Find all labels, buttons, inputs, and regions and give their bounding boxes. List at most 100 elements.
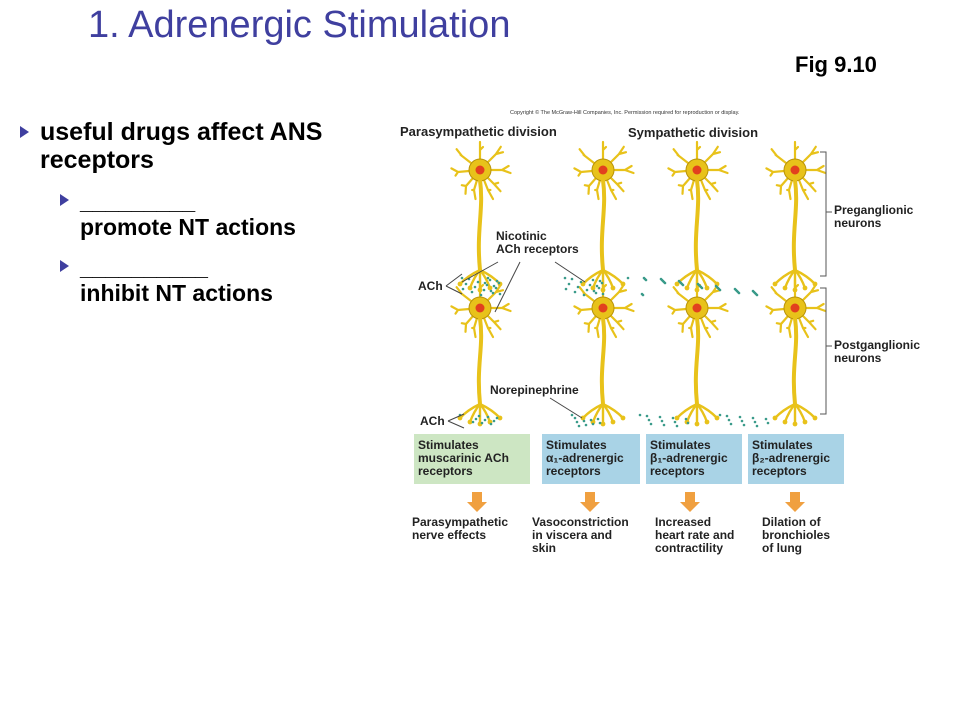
axon: [791, 316, 799, 406]
terminal-bulb: [467, 419, 473, 425]
preganglionic-neuron: [573, 140, 635, 293]
neurotransmitter-dot: [591, 422, 595, 426]
terminal-bulb: [620, 415, 626, 421]
ach-label-lower: ACh: [420, 414, 445, 428]
neurotransmitter-dot: [485, 283, 489, 287]
receptor-box-alpha1: Stimulates α₁-adrenergic receptors: [542, 434, 640, 484]
neurotransmitter-dot: [598, 421, 602, 425]
preganglionic-neuron: [765, 140, 827, 293]
effect-line: in viscera and: [532, 528, 612, 542]
neurotransmitter-dot: [492, 419, 496, 423]
preganglionic-neuron: [667, 140, 729, 293]
neurotransmitter-dot: [764, 417, 768, 421]
receptor-box-bg: [646, 434, 742, 484]
neurotransmitter-dot: [474, 417, 478, 421]
neurotransmitter-dot: [464, 282, 468, 286]
neurotransmitter-dot: [671, 416, 675, 420]
neurotransmitter-dot: [495, 416, 499, 420]
neurotransmitter-dot: [477, 414, 481, 418]
neurotransmitter-dot: [738, 415, 742, 419]
terminal-bulb: [792, 421, 798, 427]
neurotransmitter-dot: [742, 423, 746, 427]
preganglionic-neuron: [450, 140, 512, 293]
terminal-bulb: [802, 285, 808, 291]
receptor-box-line: receptors: [546, 464, 601, 478]
effect-line: heart rate and: [655, 528, 734, 542]
axon: [693, 316, 701, 406]
neurotransmitter-dot: [675, 424, 679, 428]
neurotransmitter-dot: [647, 418, 651, 422]
neurotransmitter-dot: [751, 416, 755, 420]
neurotransmitter-dot: [582, 419, 586, 423]
receptor-box-beta2: Stimulates β₂-adrenergic receptors: [748, 434, 844, 484]
slide-title: 1. Adrenergic Stimulation: [88, 4, 511, 46]
axon: [476, 178, 484, 272]
neurotransmitter-dot: [570, 413, 574, 417]
preganglionic-bracket: [820, 151, 827, 277]
receptor-box-line: Stimulates: [418, 438, 479, 452]
nicotinic-pointer-1: [461, 261, 499, 283]
neurotransmitter-dot: [594, 291, 598, 295]
blank-line-2: __________: [80, 254, 208, 280]
effect-line: nerve effects: [412, 528, 486, 542]
effect-line: skin: [532, 541, 556, 555]
neurotransmitter-dot: [570, 277, 574, 281]
axon-terminal: [601, 402, 625, 420]
terminal-bulb: [772, 281, 778, 287]
neurotransmitter-dot: [662, 423, 666, 427]
neurotransmitter-dot: [714, 284, 718, 288]
terminal-bulb: [600, 421, 606, 427]
receptor-box-bg: [542, 434, 640, 484]
receptor-box-beta1: Stimulates β₁-adrenergic receptors: [646, 434, 742, 484]
bullet-sub-2-text: inhibit NT actions: [80, 280, 273, 306]
dots-layer: [458, 276, 770, 428]
neurotransmitter-dot: [686, 421, 690, 425]
ach-label-upper: ACh: [418, 279, 443, 293]
bullet-list: useful drugs affect ANS receptors ______…: [20, 118, 380, 306]
norepinephrine-label: Norepinephrine: [490, 383, 579, 397]
neurotransmitter-dot: [495, 279, 499, 283]
nucleus: [475, 303, 485, 313]
neurotransmitter-dot: [575, 420, 579, 424]
receptor-box-line: muscarinic ACh: [418, 451, 509, 465]
neurotransmitter-dot: [673, 420, 677, 424]
neurotransmitter-dot: [733, 287, 737, 291]
receptor-box-bg: [414, 434, 530, 484]
neurotransmitter-dot: [482, 288, 486, 292]
bullet-main: useful drugs affect ANS receptors: [20, 118, 380, 174]
effect-line: of lung: [762, 541, 802, 555]
terminal-bulb: [714, 415, 720, 421]
neurotransmitter-dot: [645, 414, 649, 418]
terminal-bulb: [467, 285, 473, 291]
bullet-arrow-icon: [60, 260, 69, 272]
terminal-bulb: [782, 285, 788, 291]
terminal-bulb: [694, 421, 700, 427]
neurotransmitter-dot: [460, 276, 464, 280]
effect-line: contractility: [655, 541, 723, 555]
postganglionic-neuron: [573, 278, 635, 427]
terminal-bulb: [704, 285, 710, 291]
down-arrow-icon: [680, 492, 700, 512]
neurotransmitter-dot: [755, 424, 759, 428]
neurotransmitter-dot: [729, 422, 733, 426]
effect-line: Vasoconstriction: [532, 515, 629, 529]
neurotransmitter-dot: [584, 423, 588, 427]
postganglionic-label-1: Postganglionic: [834, 338, 920, 352]
neurotransmitter-dot: [766, 421, 770, 425]
nicotinic-label-1: Nicotinic: [496, 229, 547, 243]
neurotransmitter-dot: [658, 415, 662, 419]
bullet-main-text: useful drugs affect ANS receptors: [40, 118, 323, 174]
terminal-bulb: [704, 419, 710, 425]
receptor-box-line: Stimulates: [546, 438, 607, 452]
nucleus: [692, 165, 702, 175]
bullet-sub-1-text: promote NT actions: [80, 214, 296, 240]
neurotransmitter-dot: [753, 420, 757, 424]
bullet-sub-1: _________ promote NT actions: [20, 188, 380, 240]
receptor-box-muscarinic: Stimulates muscarinic ACh receptors: [414, 434, 530, 484]
copyright-text: Copyright © The McGraw-Hill Companies, I…: [510, 109, 740, 116]
postganglionic-neuron: [667, 278, 729, 427]
receptor-box-line: α₁-adrenergic: [546, 451, 624, 465]
down-arrow-icon: [467, 492, 487, 512]
neurotransmitter-dot: [677, 279, 681, 283]
axon-terminal: [601, 268, 625, 286]
